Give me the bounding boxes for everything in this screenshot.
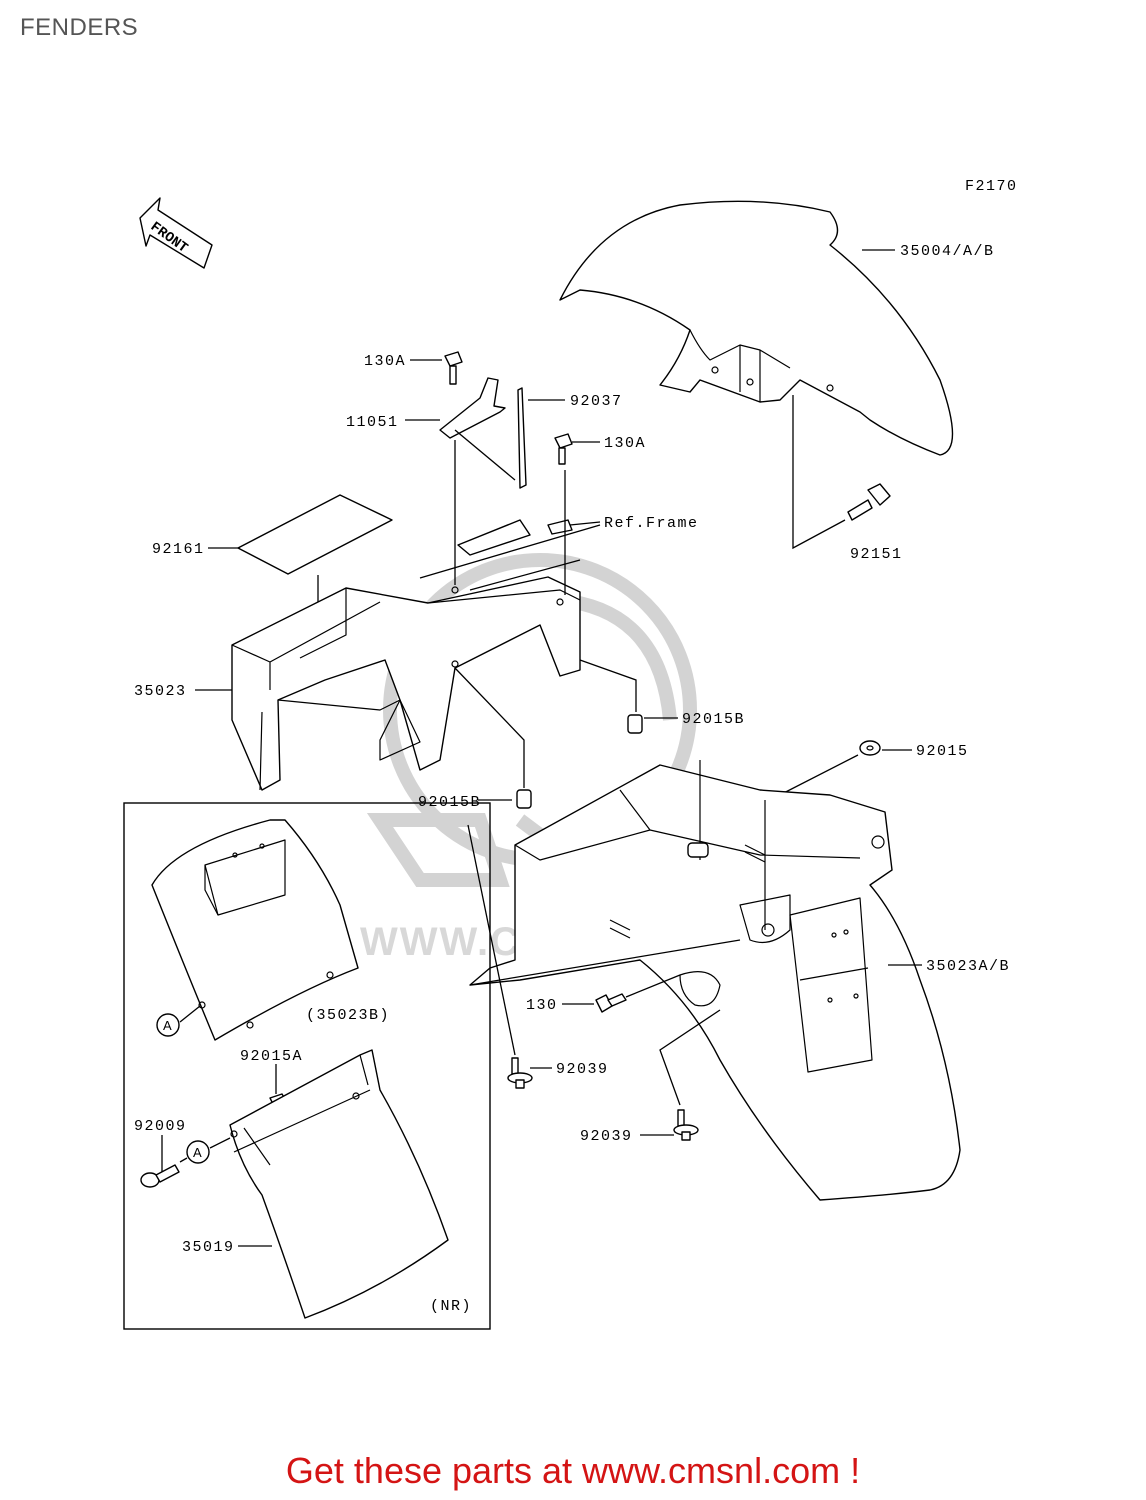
callout-92015: 92015: [916, 743, 969, 760]
bolt-130-part: [595, 993, 627, 1013]
callout-35023ab: 35023A/B: [926, 958, 1010, 975]
callout-92161: 92161: [152, 541, 205, 558]
callout-92015b-1: 92015B: [682, 711, 745, 728]
parts-diagram: WWW.CMSNL.COM FRONT F2170 35004/A/B 9215…: [123, 178, 1018, 1330]
callout-92037: 92037: [570, 393, 623, 410]
callout-11051: 11051: [346, 414, 399, 431]
callout-130a-2: 130A: [604, 435, 646, 452]
rivet-92039-left-part: [507, 1057, 533, 1089]
front-arrow-icon: FRONT: [139, 197, 213, 269]
bracket-11051-part: [439, 377, 506, 439]
figure-code: F2170: [965, 178, 1018, 195]
callout-35023b: (35023B): [306, 1007, 390, 1024]
tray-35023-part: [231, 576, 581, 791]
callout-92039-1: 92039: [556, 1061, 609, 1078]
grommet-92015b-lower-part: [516, 789, 532, 809]
callout-35023: 35023: [134, 683, 187, 700]
pad-92161-part: [237, 494, 393, 575]
marker-a-1: A: [163, 1018, 172, 1033]
screw-92009-part: [140, 1164, 180, 1188]
inset-fender-35023b-part: [151, 819, 359, 1041]
grommet-92015b-upper-part: [627, 714, 643, 734]
bolt-92151-part: [847, 483, 891, 521]
callout-130: 130: [526, 997, 558, 1014]
callout-92039-2: 92039: [580, 1128, 633, 1145]
band-92037-part: [517, 387, 527, 489]
callout-92151: 92151: [850, 546, 903, 563]
callout-35004: 35004/A/B: [900, 243, 995, 260]
front-fender-part: [559, 200, 954, 456]
marker-a-2: A: [193, 1145, 202, 1160]
callout-nr: (NR): [430, 1298, 472, 1315]
page-title: FENDERS: [20, 14, 139, 41]
callout-92009: 92009: [134, 1118, 187, 1135]
callout-ref-frame: Ref.Frame: [604, 515, 699, 532]
callout-92015a: 92015A: [240, 1048, 303, 1065]
rivet-92039-right-part: [673, 1109, 699, 1141]
flap-35019-part: [229, 1049, 449, 1319]
rear-fender-part: [469, 760, 961, 1201]
washer-92015-part: [859, 740, 881, 756]
callout-35019: 35019: [182, 1239, 235, 1256]
bolt-130a-lower-part: [554, 433, 573, 465]
ref-frame-part: [457, 519, 573, 556]
callout-130a-1: 130A: [364, 353, 406, 370]
inset-box-nr: (35023B) A 92015A 92009 A 35019 (NR): [123, 802, 491, 1330]
footer-parts-link[interactable]: Get these parts at www.cmsnl.com !: [285, 1450, 861, 1491]
bolt-130a-upper-part: [444, 351, 463, 385]
